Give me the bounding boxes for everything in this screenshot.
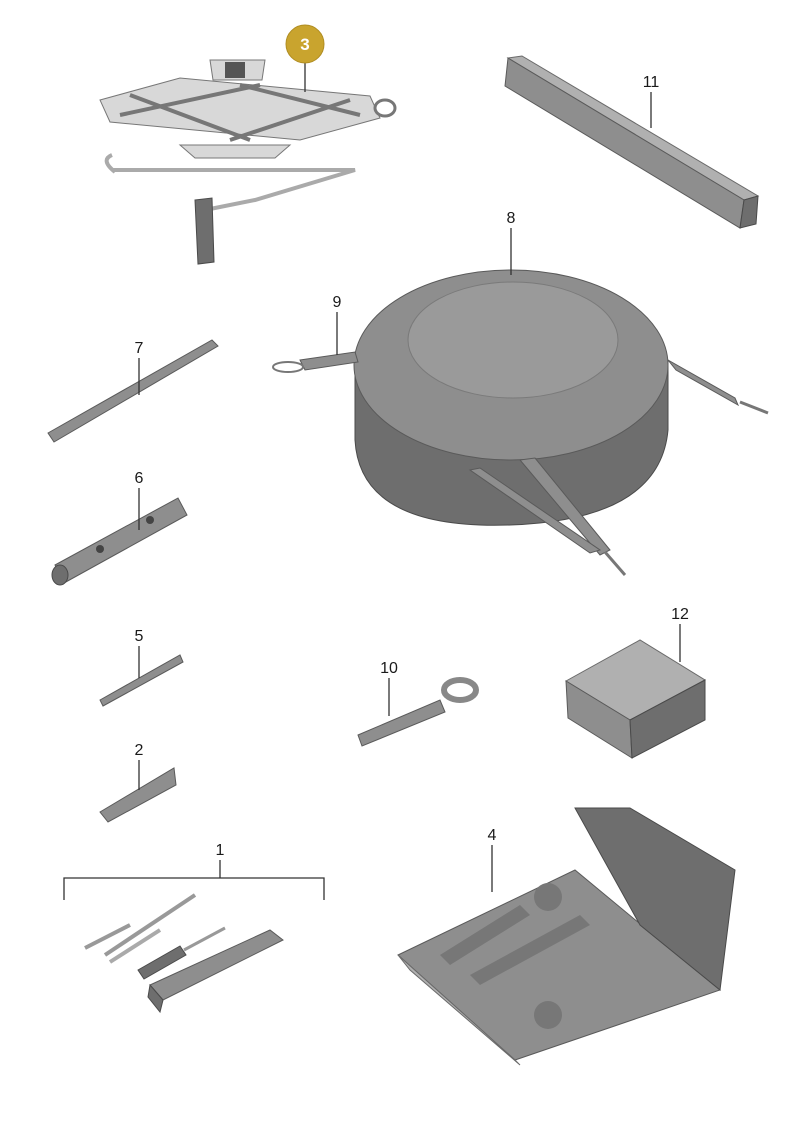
callout-label-9[interactable]: 9 (333, 294, 342, 311)
wheel-cover-illustration[interactable] (353, 269, 669, 526)
towing-eye-illustration[interactable] (357, 677, 479, 747)
callout-label-8[interactable]: 8 (507, 210, 516, 227)
tool-kit-illustration[interactable] (63, 877, 325, 1014)
callout-label-4[interactable]: 4 (488, 827, 497, 844)
foam-block-illustration[interactable] (565, 639, 707, 759)
callout-label-1[interactable]: 1 (216, 842, 225, 859)
rod-illustration[interactable] (47, 339, 219, 443)
square-bar-illustration[interactable] (504, 55, 760, 229)
callout-label-10[interactable]: 10 (380, 660, 398, 677)
callout-3-highlight-badge[interactable] (285, 24, 325, 64)
callout-label-3[interactable]: 3 (300, 35, 309, 54)
pin-illustration[interactable] (99, 654, 184, 707)
callout-label-5[interactable]: 5 (135, 628, 144, 645)
scissor-jack-illustration[interactable] (99, 59, 397, 265)
tool-tray-illustration[interactable] (397, 807, 736, 1066)
callout-label-7[interactable]: 7 (135, 340, 144, 357)
socket-tube-illustration[interactable] (51, 497, 188, 586)
tie-straps-illustration[interactable] (272, 351, 769, 576)
blade-illustration[interactable] (99, 767, 177, 823)
callout-label-11[interactable]: 11 (643, 74, 660, 91)
callout-label-2[interactable]: 2 (135, 742, 144, 759)
callout-label-6[interactable]: 6 (135, 470, 144, 487)
callout-label-12[interactable]: 12 (671, 606, 689, 623)
